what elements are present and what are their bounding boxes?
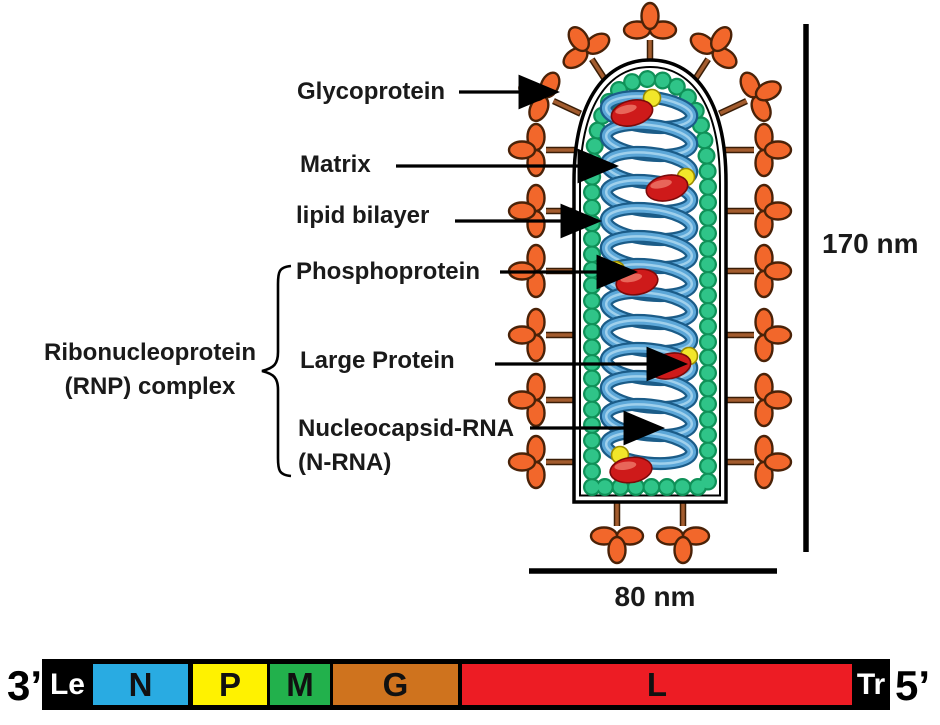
glycoprotein-spike-icon	[657, 496, 709, 563]
genome-segment-trailer: Tr	[852, 659, 890, 710]
genome-segment-n: N	[93, 664, 188, 705]
glycoprotein-spike-icon	[724, 309, 791, 361]
genome-segment-l: L	[462, 664, 852, 705]
glycoprotein-label: Glycoprotein	[297, 78, 446, 105]
glycoprotein-spike-icon	[724, 185, 791, 237]
genome-3prime-label: 3’	[6, 662, 42, 709]
lipid-bilayer-label: lipid bilayer	[296, 202, 430, 229]
rnp-brace	[261, 264, 292, 478]
phosphoprotein-label: Phosphoprotein	[296, 258, 480, 285]
genome-bar: Le N P M G L Tr	[42, 659, 890, 710]
glycoprotein-spike-icon	[509, 309, 576, 361]
glycoprotein-spike-icon	[724, 124, 791, 176]
glycoprotein-spike-icon	[509, 374, 576, 426]
genome-segment-p: P	[193, 664, 267, 705]
rnp-complex-label: Ribonucleoprotein (RNP) complex	[22, 336, 278, 404]
width-measurement-label: 80 nm	[614, 581, 696, 612]
genome-5prime-label: 5’	[895, 662, 931, 709]
matrix-bead-layer	[583, 69, 717, 496]
glycoprotein-spike-icon	[591, 496, 643, 563]
glycoprotein-spike-icon	[509, 124, 576, 176]
rnp-complex-label-line1: Ribonucleoprotein	[44, 339, 256, 366]
callout-arrows	[396, 74, 689, 446]
nucleocapsid-label-line2: (N-RNA)	[298, 449, 392, 476]
glycoprotein-spike-icon	[509, 436, 576, 488]
glycoprotein-spike-icon	[724, 374, 791, 426]
genome-segment-m: M	[270, 664, 330, 705]
lipid-bilayer-inner-membrane	[579, 65, 721, 497]
rnp-complex-label-line2: (RNP) complex	[64, 373, 236, 400]
glycoprotein-spike-icon	[509, 185, 576, 237]
genome-segment-leader: Le	[42, 659, 93, 710]
glycoprotein-spike-icon	[724, 436, 791, 488]
nucleocapsid-label-line1: Nucleocapsid-RNA	[298, 415, 515, 442]
glycoprotein-spike-icon	[724, 245, 791, 297]
large-protein-label: Large Protein	[300, 347, 455, 374]
genome-segment-g: G	[333, 664, 458, 705]
matrix-label: Matrix	[300, 151, 371, 178]
height-measurement-label: 170 nm	[822, 228, 919, 259]
